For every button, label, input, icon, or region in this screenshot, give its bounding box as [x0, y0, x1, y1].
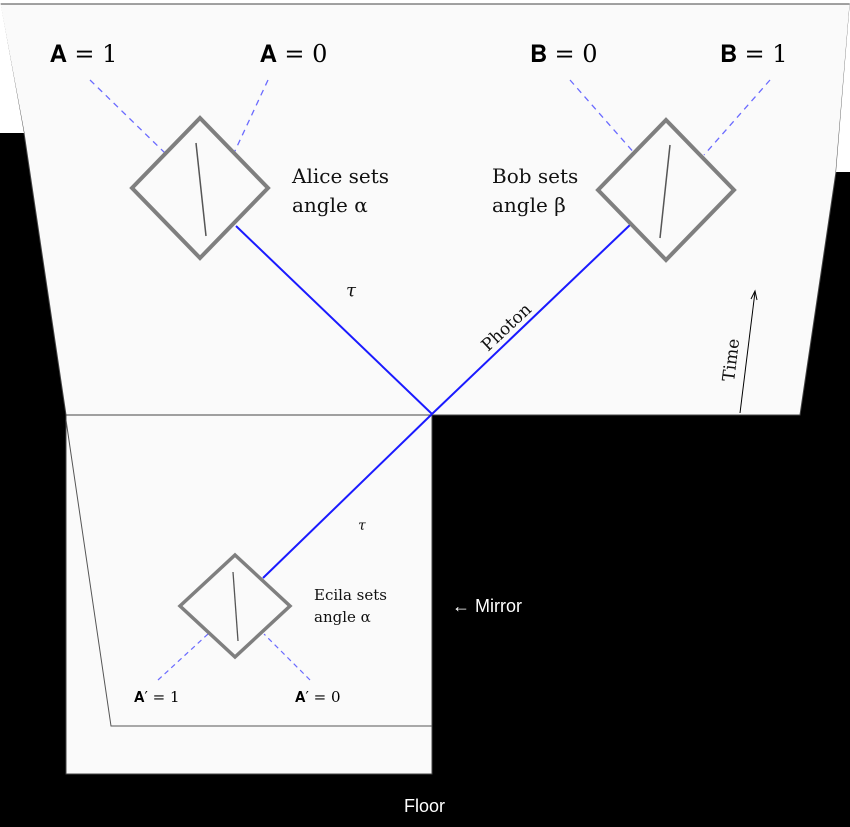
- bob-caption-line1: Bob sets: [492, 164, 578, 188]
- ecila-polarizer-icon: [177, 552, 293, 660]
- bob-polarizer-icon: [595, 117, 737, 263]
- photon-path-ecila: [262, 413, 433, 579]
- upper-left-white: [0, 0, 24, 133]
- bob-caption-line2: angle β: [492, 193, 566, 217]
- a-equals-one-label: 𝐀 = 1: [50, 40, 117, 68]
- ecila-caption-line1: Ecila sets: [314, 586, 387, 604]
- bob-detector-line-1: [703, 79, 771, 156]
- ecila-caption-line2: angle α: [314, 608, 371, 626]
- alice-detector-line-0: [233, 79, 269, 154]
- alice-caption-line1: Alice sets: [291, 164, 389, 188]
- ecila-detector-line-1: [157, 633, 209, 681]
- a-prime-zero-label: 𝐀′ = 0: [295, 688, 341, 706]
- bob-detector-line-0: [569, 79, 637, 156]
- lower-panel-border: [65, 419, 432, 727]
- upper-right-white: [836, 0, 850, 172]
- b-equals-zero-label: 𝐁 = 0: [530, 40, 598, 68]
- time-arrow-icon: [739, 289, 758, 414]
- ecila-detector-line-0: [263, 633, 311, 681]
- a-equals-zero-label: 𝐀 = 0: [260, 40, 327, 68]
- floor-label: Floor: [404, 796, 445, 816]
- alice-polarizer-icon: [129, 115, 271, 261]
- mirror-label: ← Mirror: [452, 596, 522, 616]
- tau-upper-label: τ: [346, 280, 357, 301]
- photon-path-alice: [235, 225, 433, 415]
- photon-path-bob: [431, 223, 632, 415]
- a-prime-one-label: 𝐀′ = 1: [134, 688, 180, 706]
- alice-caption-line2: angle α: [292, 193, 368, 217]
- b-equals-one-label: 𝐁 = 1: [720, 40, 788, 68]
- tau-lower-label: τ: [358, 518, 366, 534]
